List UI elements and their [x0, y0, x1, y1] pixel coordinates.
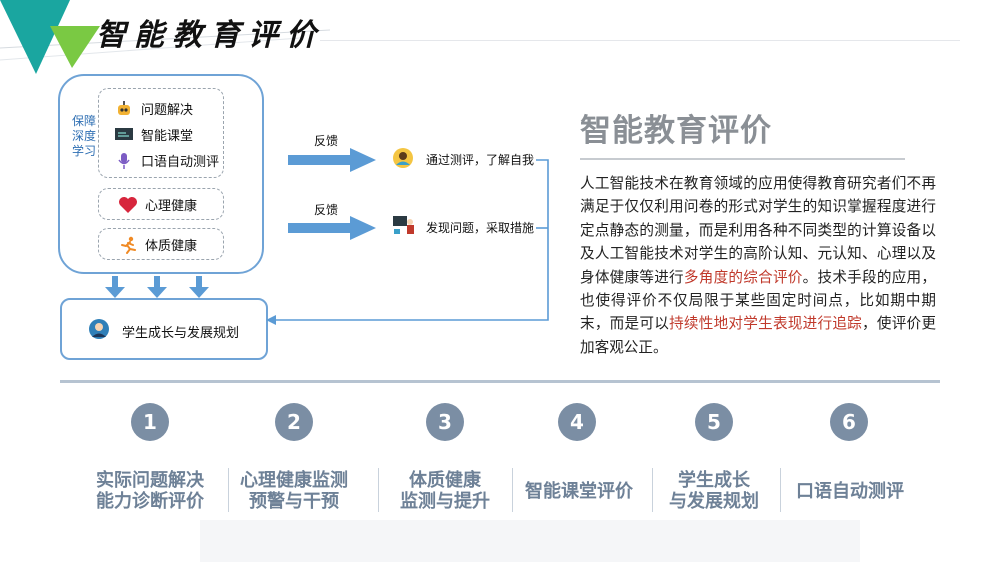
- list-item: 口语自动测评: [113, 151, 219, 170]
- caption-line: 监测与提升: [400, 491, 490, 512]
- caption-line: 智能课堂评价: [525, 481, 633, 502]
- list-item: 体质健康: [117, 235, 197, 254]
- vertical-label: 保障深度学习: [72, 114, 97, 158]
- caption-line: 心理健康监测: [240, 470, 348, 491]
- text-segment: 。技术手段的应用，也使得评价不仅局限于某些固定时间点，比如期中期末，而是可以: [580, 268, 936, 333]
- feedback-label: 反馈: [314, 203, 339, 217]
- robot-icon: [113, 100, 135, 118]
- description-paragraph: 人工智能技术在教育领域的应用使得教育研究者们不再满足于仅仅利用问卷的形式对学生的…: [580, 172, 936, 359]
- item-label: 口语自动测评: [141, 155, 220, 170]
- step-caption: 实际问题解决 能力诊断评价: [90, 470, 210, 512]
- student-icon: [88, 318, 110, 340]
- item-label: 体质健康: [145, 239, 198, 254]
- step-divider: [228, 468, 229, 512]
- teacher-icon: [392, 214, 416, 236]
- text-segment: ，使评价更加客观公正。: [580, 315, 936, 356]
- caption-line: 学生成长: [678, 470, 750, 491]
- item-label: 智能课堂: [141, 129, 194, 144]
- caption-line: 能力诊断评价: [96, 491, 204, 512]
- flow-text: 发现问题，采取措施: [426, 221, 535, 235]
- self-assessment-icon: [392, 147, 414, 169]
- flow-text: 通过测评，了解自我: [426, 153, 535, 167]
- caption-line: 与发展规划: [669, 491, 759, 512]
- highlighted-text: 多角度的综合评价: [683, 268, 803, 286]
- step-caption: 学生成长 与发展规划: [654, 470, 774, 512]
- step-number: 6: [830, 403, 868, 441]
- text-segment: 人工智能技术在教育领域的应用使得教育研究者们不再满足于仅仅利用问卷的形式对学生的…: [580, 175, 936, 286]
- step-divider: [378, 468, 379, 512]
- heart-icon: [117, 196, 139, 214]
- list-item: 心理健康: [117, 195, 197, 214]
- title-underline: [580, 158, 905, 160]
- growth-planning-label: 学生成长与发展规划: [122, 326, 240, 341]
- feedback-arrow-1: [288, 148, 376, 172]
- feedback-label: 反馈: [314, 134, 339, 148]
- header-divider: [320, 40, 960, 41]
- learning-items-group: 问题解决 智能课堂 口语自动测评: [98, 88, 224, 178]
- step-divider: [780, 468, 781, 512]
- caption-line: 预警与干预: [249, 491, 339, 512]
- corner-decoration: [0, 0, 330, 90]
- health-item-box: 心理健康: [98, 188, 224, 220]
- list-item: 问题解决: [113, 99, 193, 118]
- footer-area: [200, 520, 860, 562]
- item-label: 问题解决: [141, 103, 194, 118]
- caption-line: 实际问题解决: [96, 470, 204, 491]
- health-item-box: 体质健康: [98, 228, 224, 260]
- step-number: 4: [558, 403, 596, 441]
- caption-line: 口语自动测评: [796, 481, 904, 502]
- step-number: 1: [131, 403, 169, 441]
- learning-support-box: [58, 74, 264, 274]
- step-caption: 智能课堂评价: [517, 481, 641, 502]
- highlighted-text: 持续性地对学生表现进行追踪: [669, 315, 863, 333]
- down-arrows: [105, 276, 209, 298]
- list-item: 智能课堂: [113, 125, 193, 144]
- page-title: 智能教育评价: [96, 18, 324, 53]
- step-caption: 心理健康监测 预警与干预: [234, 470, 354, 512]
- feedback-return-line: [266, 159, 549, 325]
- blackboard-icon: [113, 126, 135, 144]
- step-divider: [652, 468, 653, 512]
- step-divider: [512, 468, 513, 512]
- step-caption: 体质健康 监测与提升: [385, 470, 505, 512]
- step-number: 5: [695, 403, 733, 441]
- item-label: 心理健康: [145, 199, 198, 214]
- running-person-icon: [117, 236, 139, 254]
- step-number: 3: [426, 403, 464, 441]
- microphone-icon: [113, 152, 135, 170]
- step-caption: 口语自动测评: [788, 481, 912, 502]
- caption-line: 体质健康: [409, 470, 481, 491]
- feedback-arrow-2: [288, 216, 376, 240]
- section-title: 智能教育评价: [580, 113, 772, 149]
- section-separator: [60, 380, 940, 383]
- step-number: 2: [275, 403, 313, 441]
